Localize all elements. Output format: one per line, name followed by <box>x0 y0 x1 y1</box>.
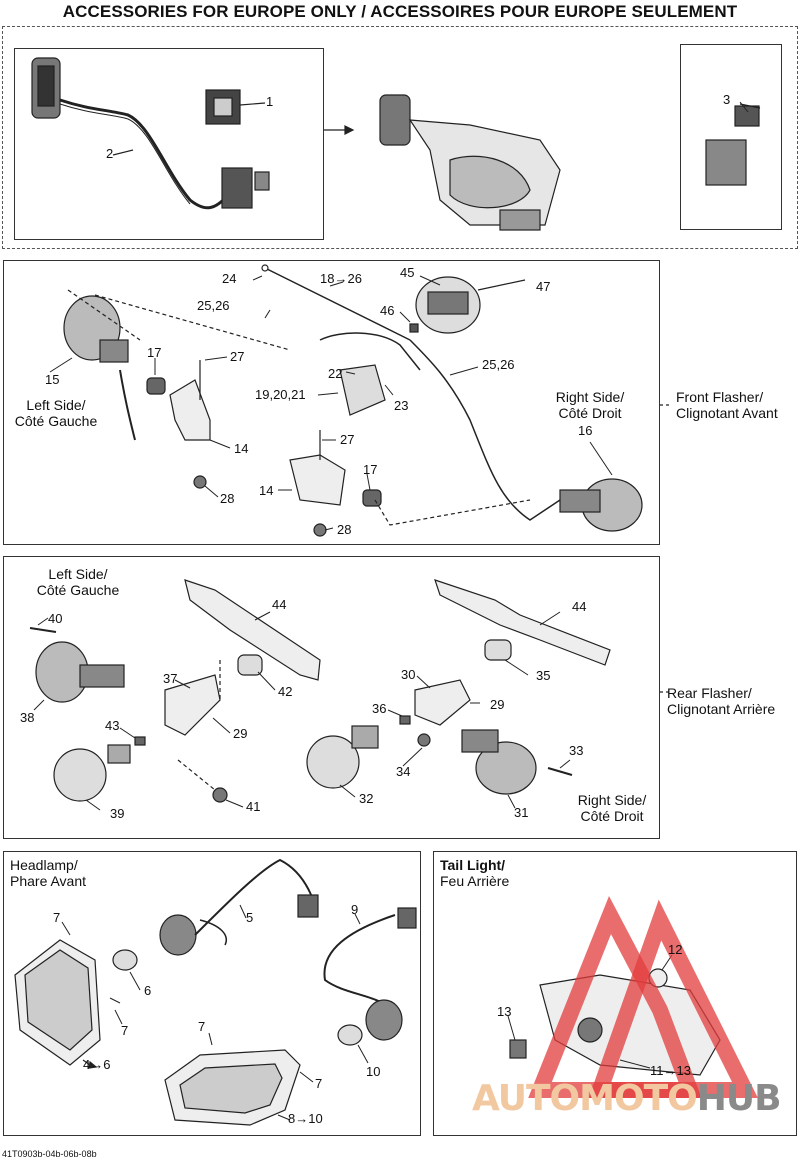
bulb-icon <box>112 949 138 971</box>
relay-icon <box>205 89 241 125</box>
flasher-lamp-left-icon <box>63 295 129 363</box>
callout-45: 45 <box>400 265 415 280</box>
watermark-triangle-icon <box>528 895 758 1098</box>
callout-25-26-b: 25,26 <box>482 357 515 372</box>
bracket-mount-icon <box>339 364 386 416</box>
headlamp-housing-icon <box>14 939 101 1066</box>
callout-1: 1 <box>266 94 274 109</box>
callout-47: 47 <box>536 279 551 294</box>
callout-40: 40 <box>48 611 63 626</box>
callout-37: 37 <box>163 671 178 686</box>
callout-14-a: 14 <box>234 441 249 456</box>
callout-35: 35 <box>536 668 551 683</box>
rear-flasher-caption: Rear Flasher/ Clignotant Arrière <box>667 685 776 717</box>
key-switch-icon <box>705 103 761 186</box>
callout-24: 24 <box>222 271 237 286</box>
mirror-disc-icon <box>415 276 481 334</box>
callout-28-b: 28 <box>337 522 352 537</box>
callout-28-a: 28 <box>220 491 235 506</box>
callout-23: 23 <box>394 398 409 413</box>
callout-44-a: 44 <box>272 597 287 612</box>
callout-2: 2 <box>106 146 114 161</box>
callout-30: 30 <box>401 667 416 682</box>
front-right-side-caption: Right Side/ Côté Droit <box>555 389 625 421</box>
headlamp-unit-lower-icon <box>164 1049 301 1126</box>
callout-5: 5 <box>246 910 254 925</box>
callout-14-b: 14 <box>259 483 274 498</box>
page-title: ACCESSORIES FOR EUROPE ONLY / ACCESSOIRE… <box>62 2 738 21</box>
headlamp-caption: Headlamp/ Phare Avant <box>10 857 87 889</box>
callout-15: 15 <box>45 372 60 387</box>
callout-10: 10 <box>366 1064 381 1079</box>
front-flasher-caption: Front Flasher/ Clignotant Avant <box>676 389 778 421</box>
callout-46: 46 <box>380 303 395 318</box>
callout-29-b: 29 <box>490 697 505 712</box>
callout-18-26: 18→26 <box>320 271 362 286</box>
callout-12: 12 <box>668 942 683 957</box>
callout-17-b: 17 <box>363 462 378 477</box>
flasher-lamp-right-icon <box>559 478 643 532</box>
callout-22: 22 <box>328 366 343 381</box>
callout-9: 9 <box>351 902 359 917</box>
top-right-box <box>680 44 782 230</box>
callout-11-13: 11→13 <box>650 1063 691 1078</box>
footer-code: 41T0903b-04b-06b-08b <box>2 1149 97 1159</box>
top-left-box <box>14 48 324 240</box>
switch-housing-icon <box>31 57 61 119</box>
rear-flasher-lamp-left-icon <box>35 641 125 703</box>
callout-7-b: 7 <box>121 1023 129 1038</box>
callout-13: 13 <box>497 1004 512 1019</box>
callout-8-10: 8→10 <box>288 1111 323 1126</box>
callout-4-6: 4→6 <box>83 1057 111 1072</box>
callout-41: 41 <box>246 799 261 814</box>
callout-6: 6 <box>144 983 152 998</box>
callout-17-a: 17 <box>147 345 162 360</box>
bracket-left-icon <box>169 379 211 441</box>
callout-3: 3 <box>723 92 731 107</box>
front-left-side-caption: Left Side/ Côté Gauche <box>14 397 98 429</box>
callout-32: 32 <box>359 791 374 806</box>
vehicle-front-icon <box>379 94 561 231</box>
rear-flasher-lamp-right-icon <box>461 729 537 795</box>
callout-33: 33 <box>569 743 584 758</box>
callout-44-b: 44 <box>572 599 587 614</box>
callout-27-a: 27 <box>230 349 245 364</box>
callout-25-26-a: 25,26 <box>197 298 230 313</box>
rear-right-side-caption: Right Side/ Côté Droit <box>577 792 647 824</box>
tail-light-subcaption: Feu Arrière <box>440 873 510 889</box>
callout-31: 31 <box>514 805 529 820</box>
callout-36: 36 <box>372 701 387 716</box>
watermark-part2: HUB <box>696 1078 782 1119</box>
tail-light-caption: Tail Light/ <box>440 857 506 873</box>
callout-19-20-21: 19,20,21 <box>255 387 306 402</box>
callout-27-b: 27 <box>340 432 355 447</box>
rear-flasher-panel <box>3 556 660 839</box>
watermark: AUTOMOTOHUB <box>472 1078 782 1119</box>
callout-38: 38 <box>20 710 35 725</box>
callout-16: 16 <box>578 423 593 438</box>
callout-39: 39 <box>110 806 125 821</box>
bracket-right-icon <box>289 454 346 506</box>
watermark-part1: AUTOMOTO <box>472 1078 698 1119</box>
callout-34: 34 <box>396 764 411 779</box>
socket-icon <box>159 914 197 956</box>
callout-42: 42 <box>278 684 293 699</box>
callout-7-d: 7 <box>315 1076 323 1091</box>
callout-29-a: 29 <box>233 726 248 741</box>
callout-7-a: 7 <box>53 910 61 925</box>
callout-7-c: 7 <box>198 1019 206 1034</box>
callout-43: 43 <box>105 718 120 733</box>
rear-left-side-caption: Left Side/ Côté Gauche <box>36 566 120 598</box>
connector-icon <box>221 167 270 209</box>
